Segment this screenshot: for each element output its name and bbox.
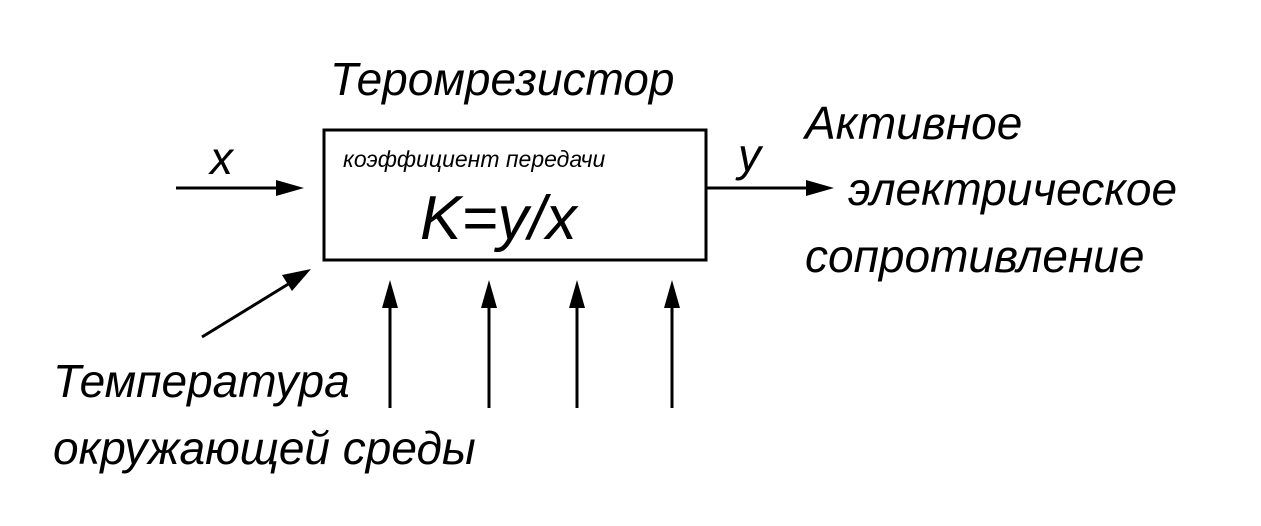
transfer-formula: K=y/x [420,184,577,253]
block-title: Теромрезистор [330,53,675,105]
environment-arrow [201,269,311,339]
transfer-block [322,128,708,262]
output-description-line-2: электрическое [848,163,1178,215]
environment-label-line-1: Температура [53,355,350,407]
coefficient-label: коэффициент передачи [343,146,606,172]
output-arrow [707,180,834,196]
disturbance-arrow-1 [382,280,398,408]
input-label: x [210,132,233,184]
disturbance-arrow-4 [664,280,680,408]
output-description-line-1: Активное [805,97,1023,149]
output-label: y [738,129,761,181]
input-arrow [176,180,304,196]
output-description-line-3: сопротивление [805,230,1145,282]
environment-label-line-2: окружающей среды [53,422,476,474]
disturbance-arrow-2 [481,280,497,408]
disturbance-arrow-3 [569,280,585,408]
